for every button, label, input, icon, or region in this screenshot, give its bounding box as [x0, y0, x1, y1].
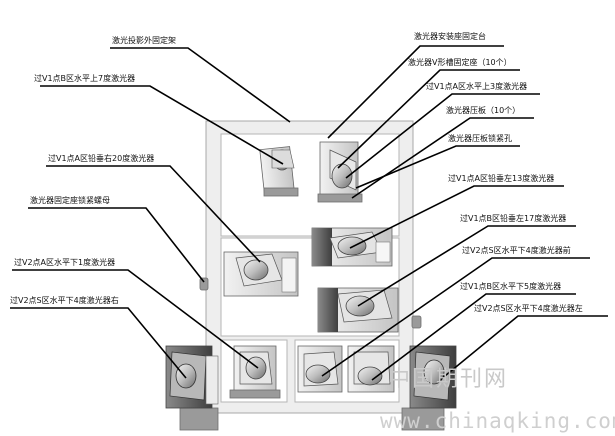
laser-v2-a-down1	[229, 345, 281, 399]
label-v1-a-left13: 过V1点A区铅垂左13度激光器	[448, 173, 554, 183]
label-v-groove-seat: 激光器V形槽固定座（10个）	[408, 57, 512, 67]
laser-v1-a-up3	[317, 141, 363, 203]
watermark-cn: 中国期刊网	[388, 367, 508, 392]
label-v1-b-up7: 过V1点B区水平上7度激光器	[34, 73, 135, 83]
label-outer-frame: 激光投影外固定架	[112, 35, 176, 45]
laser-v1-b-up7	[259, 146, 299, 197]
label-plate-lock-hole: 激光器压板锁紧孔	[448, 133, 512, 143]
label-v1-a-up3: 过V1点A区水平上3度激光器	[426, 81, 527, 91]
label-v2-s-down4-left: 过V2点S区水平下4度激光器左	[474, 303, 583, 313]
label-v1-b-left17: 过V1点B区铅垂左17度激光器	[460, 213, 566, 223]
label-v1-a-right20: 过V1点A区铅垂右20度激光器	[48, 153, 154, 163]
label-press-plate: 激光器压板（10个）	[446, 105, 520, 115]
label-v2-s-down4-right: 过V2点S区水平下4度激光器右	[10, 295, 119, 305]
laser-v2-s-down4-left	[401, 345, 457, 431]
label-v2-a-down1: 过V2点A区水平下1度激光器	[14, 257, 115, 267]
laser-v1-a-right20	[223, 251, 299, 297]
laser-v1-b-down5	[347, 345, 395, 393]
label-v1-b-down5: 过V1点B区水平下5度激光器	[460, 281, 561, 291]
label-lock-nut: 激光器固定座锁紧螺母	[30, 195, 110, 205]
label-mount-base: 激光器安装座固定台	[414, 31, 486, 41]
laser-v2-s-down4-front	[297, 345, 343, 393]
leader-lines-right	[321, 45, 608, 381]
leader-lines-left	[10, 47, 291, 379]
laser-v1-b-left17	[317, 287, 399, 333]
label-v2-s-down4-front: 过V2点S区水平下4度激光器前	[462, 245, 571, 255]
watermark-url: www.chinaqking.com	[380, 409, 615, 433]
laser-v2-s-down4-right	[165, 345, 219, 431]
